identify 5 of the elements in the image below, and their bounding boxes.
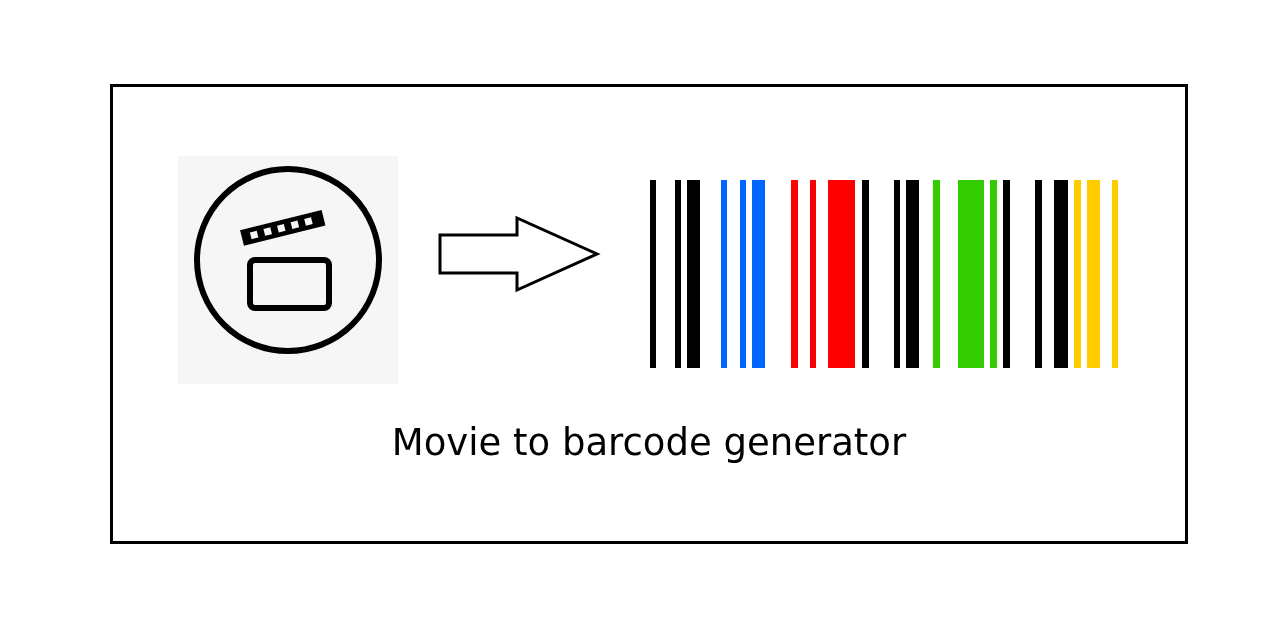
barcode-drawing xyxy=(650,180,1118,368)
clapperboard-icon xyxy=(178,156,398,384)
node-label: Movie to barcode generator xyxy=(391,421,907,464)
block-arrow xyxy=(438,215,601,293)
diagram-frame xyxy=(110,84,1188,544)
